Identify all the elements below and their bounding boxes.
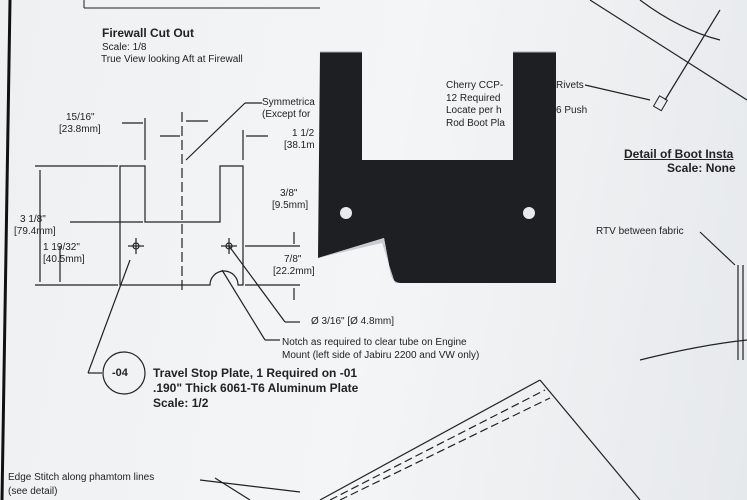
note-rivets: 12 Required [446, 93, 501, 104]
part-line2: .190" Thick 6061-T6 Aluminum Plate [153, 381, 359, 395]
plate-outline [35, 0, 747, 500]
dim-label: [40.5mm] [43, 254, 85, 265]
dim-label: 1 19/32" [43, 242, 80, 253]
note-edge-stitch: Edge Stitch along phamtom lines [8, 472, 155, 483]
note-notch: Notch as required to clear tube on Engin… [282, 337, 467, 348]
note-rivets: Rod Boot Pla [446, 118, 505, 129]
part-line1: Travel Stop Plate, 1 Required on -01 [153, 366, 358, 380]
note-symmetrical: Symmetrica [262, 97, 315, 108]
dim-label: [38.1m [284, 140, 315, 151]
firewall-title: Firewall Cut Out [102, 26, 195, 40]
dim-label: [23.8mm] [59, 124, 101, 135]
note-symmetrical: (Except for [262, 109, 311, 120]
dim-label: 3/8" [280, 188, 298, 199]
firewall-scale: Scale: 1/8 [102, 42, 147, 53]
note-notch: Mount (left side of Jabiru 2200 and VW o… [282, 350, 480, 361]
dim-label: 7/8" [284, 254, 302, 265]
note-rivets: 6 Push [556, 105, 588, 116]
note-rivets: Locate per h [446, 105, 502, 116]
dim-label: [79.4mm] [14, 226, 56, 237]
note-rtv: RTV between fabric [596, 226, 684, 237]
aluminum-plate-photo [318, 51, 556, 283]
part-scale: Scale: 1/2 [153, 396, 209, 410]
note-edge-stitch: (see detail) [8, 486, 58, 497]
dim-label: 15/16" [66, 112, 95, 123]
dim-label: 1 1/2 [292, 128, 315, 139]
part-callout: -04 [112, 367, 128, 379]
boot-detail-scale: Scale: None [667, 161, 736, 175]
dim-label: 3 1/8" [20, 214, 46, 225]
boot-detail-title: Detail of Boot Insta [624, 147, 734, 161]
hole-dim: Ø 3/16" [Ø 4.8mm] [311, 316, 395, 327]
note-rivets: Rivets [556, 80, 584, 91]
note-rivets: Cherry CCP- [446, 80, 504, 91]
dim-label: [22.2mm] [273, 266, 315, 277]
firewall-view: True View looking Aft at Firewall [101, 54, 243, 65]
dim-label: [9.5mm] [272, 200, 309, 211]
